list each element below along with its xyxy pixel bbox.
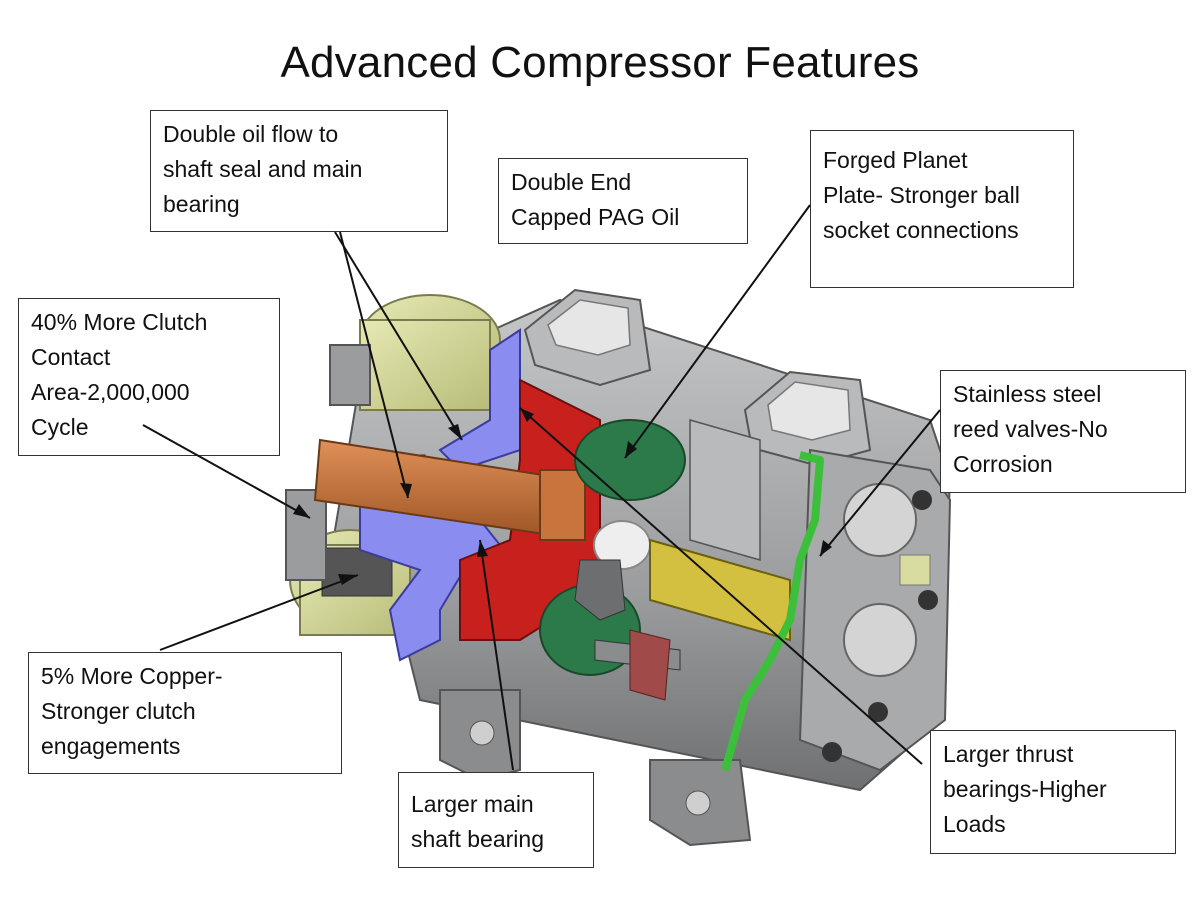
callout-pag-oil: Double End Capped PAG Oil: [498, 158, 748, 244]
callout-clutch-area: 40% More Clutch Contact Area-2,000,000 C…: [18, 298, 280, 456]
callout-oil-flow: Double oil flow to shaft seal and main b…: [150, 110, 448, 232]
callout-thrust-bearings: Larger thrust bearings-Higher Loads: [930, 730, 1176, 854]
callout-planet-plate: Forged Planet Plate- Stronger ball socke…: [810, 130, 1074, 288]
callout-main-bearing: Larger main shaft bearing: [398, 772, 594, 868]
callout-reed-valves: Stainless steel reed valves-No Corrosion: [940, 370, 1186, 493]
callout-copper: 5% More Copper- Stronger clutch engageme…: [28, 652, 342, 774]
diagram-title: Advanced Compressor Features: [280, 38, 920, 87]
